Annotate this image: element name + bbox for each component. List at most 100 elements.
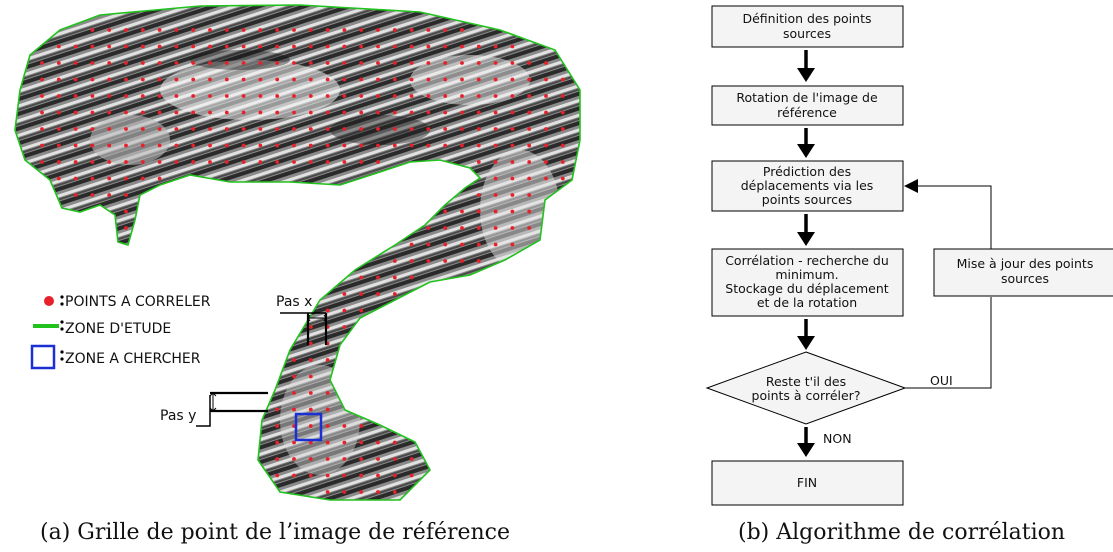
correlation-point [73, 176, 78, 181]
correlation-point [224, 44, 229, 49]
correlation-point [493, 160, 498, 164]
correlation-point [527, 226, 532, 230]
correlation-point [392, 473, 397, 478]
correlation-point [325, 424, 330, 428]
pas-y-label: Pas y [160, 408, 196, 424]
correlation-point [208, 28, 212, 32]
correlation-point [107, 110, 112, 115]
correlation-point [73, 61, 78, 65]
correlation-point [376, 473, 380, 478]
step-prediction-line3: points sources [762, 192, 852, 207]
correlation-point [392, 457, 397, 461]
correlation-point [191, 77, 196, 82]
correlation-point [460, 110, 464, 115]
correlation-point [292, 473, 296, 478]
correlation-point [443, 110, 448, 115]
correlation-point [224, 110, 229, 115]
correlation-point [73, 94, 78, 98]
correlation-point [308, 424, 313, 428]
correlation-point [376, 160, 380, 164]
correlation-point [443, 28, 448, 32]
correlation-point [510, 44, 515, 49]
correlation-point [275, 440, 280, 445]
correlation-point [359, 110, 364, 115]
correlation-point [359, 275, 364, 280]
step-definition-box [711, 5, 904, 48]
correlation-point [476, 110, 481, 115]
correlation-point [40, 160, 44, 164]
correlation-point [140, 176, 145, 181]
correlation-point [493, 44, 498, 49]
correlation-point [90, 127, 95, 131]
correlation-point [476, 77, 481, 82]
correlation-point [157, 94, 162, 98]
correlation-point [292, 44, 296, 49]
correlation-point [292, 440, 296, 445]
correlation-point [342, 110, 347, 115]
correlation-point [124, 94, 128, 98]
correlation-point [476, 61, 481, 65]
decision-diamond [705, 351, 907, 425]
correlation-point [493, 61, 498, 65]
correlation-point [124, 143, 128, 148]
correlation-point [40, 94, 44, 98]
caption-a: (a) Grille de point de l’image de référe… [40, 520, 511, 545]
correlation-point [174, 127, 179, 131]
correlation-point [409, 259, 414, 263]
correlation-point [392, 44, 397, 49]
correlation-point [208, 127, 212, 131]
correlation-point [241, 61, 246, 65]
update-line2: sources [1001, 271, 1049, 286]
correlation-point [275, 44, 280, 49]
correlation-point [191, 110, 196, 115]
correlation-point [124, 193, 128, 197]
correlation-point [90, 176, 95, 181]
correlation-point [241, 77, 246, 82]
correlation-point [292, 358, 296, 362]
correlation-point [73, 44, 78, 49]
reference-image [14, 4, 581, 501]
correlation-point [527, 143, 532, 148]
correlation-point [376, 110, 380, 115]
correlation-point [140, 77, 145, 82]
correlation-point [325, 407, 330, 412]
correlation-point [308, 325, 313, 329]
correlation-point [140, 94, 145, 98]
correlation-point [90, 61, 95, 65]
no-label: NON [823, 431, 852, 446]
correlation-point [493, 77, 498, 82]
correlation-point [359, 61, 364, 65]
correlation-point [426, 143, 431, 148]
correlation-point [392, 94, 397, 98]
correlation-point [174, 28, 179, 32]
correlation-point [409, 28, 414, 32]
correlation-point [325, 143, 330, 148]
correlation-point [208, 94, 212, 98]
correlation-point [73, 110, 78, 115]
correlation-point [342, 473, 347, 478]
correlation-point [460, 259, 464, 263]
correlation-point [460, 61, 464, 65]
correlation-point [392, 259, 397, 263]
correlation-point [510, 209, 515, 214]
flow-arrow-3 [797, 214, 815, 246]
legend: POINTS A CORRELER ZONE D'ETUDE ZONE A CH… [30, 294, 211, 370]
correlation-point [359, 308, 364, 313]
correlation-point [308, 127, 313, 131]
correlation-point [342, 28, 347, 32]
correlation-point [510, 226, 515, 230]
correlation-point [493, 94, 498, 98]
correlation-point [275, 110, 280, 115]
correlation-point [376, 44, 380, 49]
correlation-point [56, 160, 61, 164]
correlation-point [275, 457, 280, 461]
correlation-point [560, 94, 565, 98]
correlation-point [258, 94, 263, 98]
correlation-point [359, 473, 364, 478]
correlation-point [392, 143, 397, 148]
correlation-point [376, 440, 380, 445]
decision-line2: points à corréler? [752, 388, 861, 403]
correlation-point [443, 259, 448, 263]
correlation-point [191, 143, 196, 148]
correlation-point [325, 61, 330, 65]
